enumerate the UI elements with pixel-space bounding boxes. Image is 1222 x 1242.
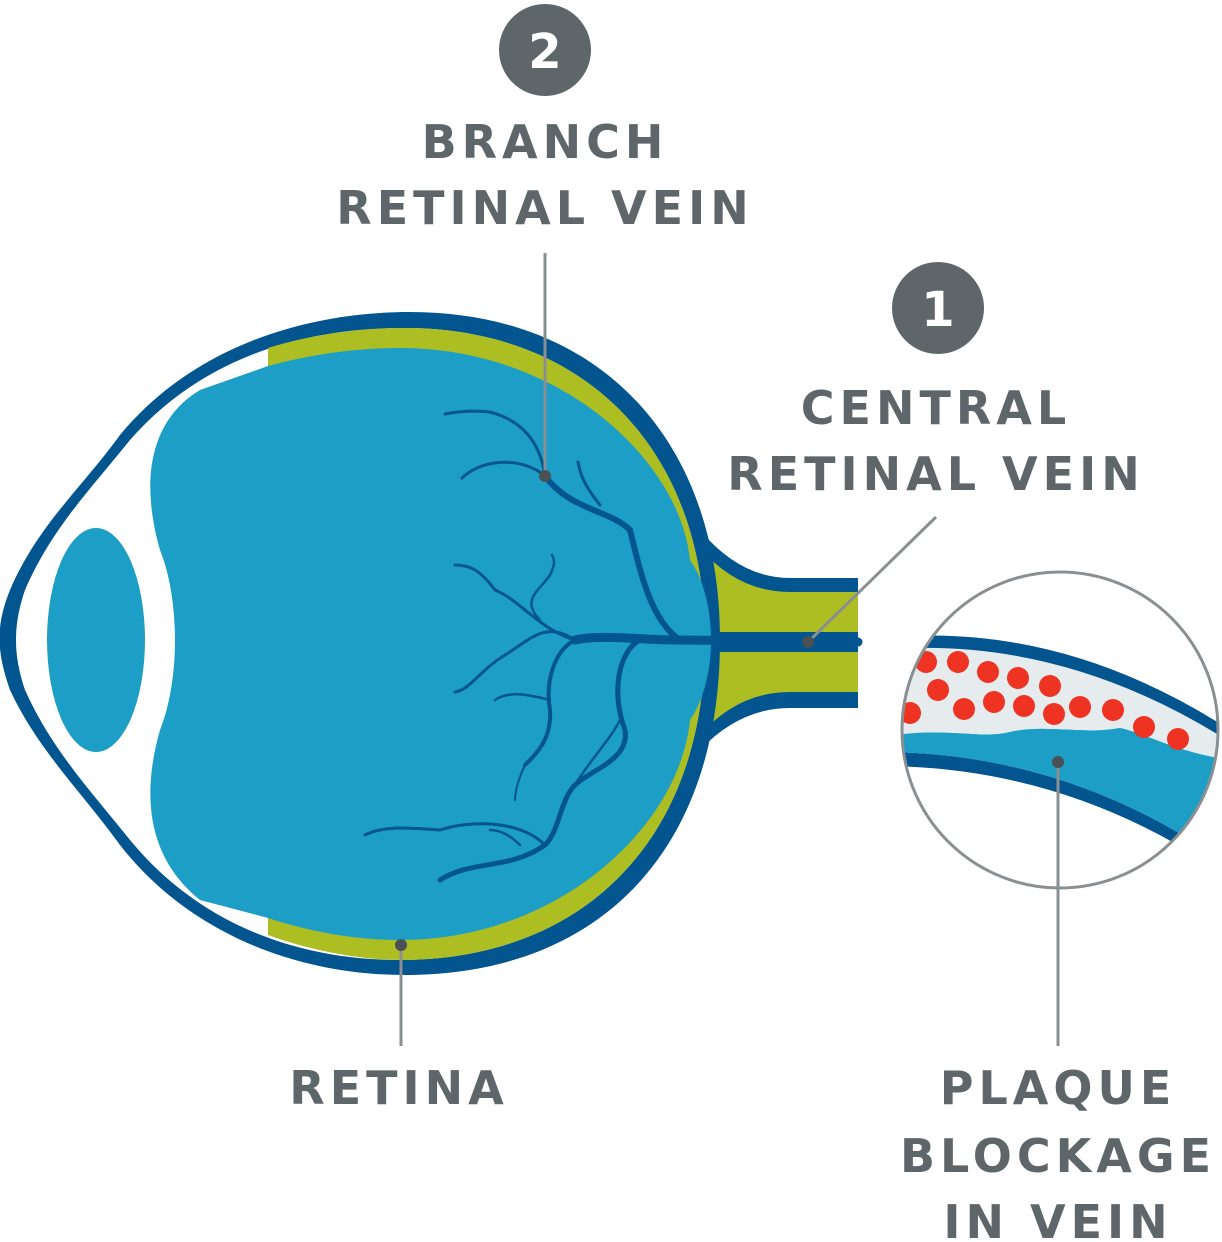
label-plaque-blockage: PLAQUE BLOCKAGE IN VEIN	[900, 1061, 1216, 1242]
plaque-label-line3: IN VEIN	[943, 1195, 1172, 1242]
retinal-veins	[363, 409, 863, 883]
eyeball	[0, 312, 720, 975]
label-central-retinal-vein: CENTRAL RETINAL VEIN	[727, 381, 1144, 501]
plaque-label-line2: BLOCKAGE	[900, 1129, 1216, 1183]
central-leader-line	[806, 515, 938, 644]
plaque-label-line1: PLAQUE	[940, 1061, 1177, 1115]
central-label-line1: CENTRAL	[801, 381, 1071, 435]
badge-branch: 2	[499, 4, 591, 96]
label-retina: RETINA	[289, 1061, 508, 1115]
branch-label-line2: RETINAL VEIN	[336, 181, 753, 235]
badge-central-number: 1	[921, 282, 954, 338]
leader-dots	[395, 470, 1064, 951]
label-branch-retinal-vein: BRANCH RETINAL VEIN	[336, 115, 753, 235]
badge-central: 1	[892, 262, 984, 354]
branch-label-line1: BRANCH	[422, 115, 669, 169]
leader-lines	[399, 253, 1060, 1046]
badge-branch-number: 2	[528, 24, 561, 80]
plaque-zoom-circle	[900, 570, 1220, 890]
central-label-line2: RETINAL VEIN	[727, 447, 1144, 501]
lens	[47, 528, 145, 752]
retina-label: RETINA	[289, 1061, 508, 1115]
